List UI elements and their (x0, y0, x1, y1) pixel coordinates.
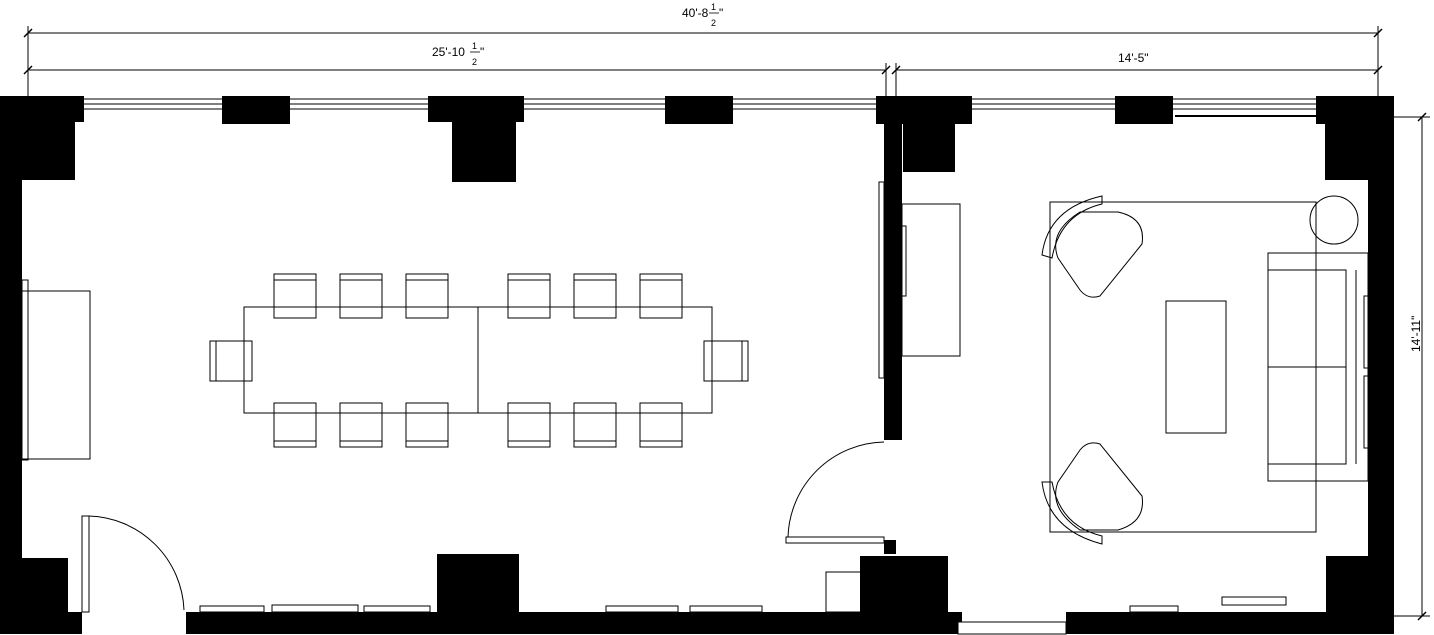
overall-width-frac-den: 2 (711, 18, 716, 28)
conference-width-suffix: " (480, 45, 484, 59)
table-section-right (477, 306, 713, 414)
credenza (21, 279, 91, 461)
table-section-left (243, 306, 479, 414)
chair-end-left (209, 340, 253, 382)
partition-wall (878, 120, 907, 440)
chair-top-5 (573, 273, 617, 319)
dimension-conference-width: 25'-10 1 2 " (23, 41, 891, 96)
lounge-width-label: 14'-5" (1118, 51, 1149, 65)
cabinet (825, 571, 863, 613)
chairs-bottom-row (273, 402, 683, 448)
chair-top-4 (507, 273, 551, 319)
lounge-cabinet (901, 203, 961, 357)
chair-top-1 (273, 273, 317, 319)
sofa (1267, 252, 1371, 482)
exterior-walls (0, 96, 1394, 635)
conference-table (243, 306, 713, 414)
chair-bottom-6 (639, 402, 683, 448)
depth-label: 14'-11" (1409, 316, 1423, 352)
overall-width-suffix: " (719, 6, 723, 20)
lounge-door (785, 441, 896, 554)
conference-width-label: 25'-10 (432, 45, 465, 59)
chair-bottom-1 (273, 402, 317, 448)
chair-top-6 (639, 273, 683, 319)
chairs-top-row (273, 273, 683, 319)
lounge-chair-top (1041, 195, 1143, 298)
dimension-depth: 14'-11" (1392, 112, 1430, 621)
chair-end-right (703, 340, 749, 382)
chair-bottom-2 (339, 402, 383, 448)
conference-width-frac-den: 2 (472, 57, 477, 67)
lounge-chair-bottom (1041, 442, 1143, 545)
dimension-overall-width: 40'-8 1 2 " (23, 2, 1383, 96)
chair-bottom-3 (405, 402, 449, 448)
chair-top-3 (405, 273, 449, 319)
side-table (1309, 195, 1359, 245)
conference-width-frac-num: 1 (472, 41, 477, 51)
conference-door (81, 515, 185, 613)
chair-bottom-4 (507, 402, 551, 448)
overall-width-label: 40'-8 (682, 6, 709, 20)
coffee-table (1165, 300, 1227, 434)
chair-top-2 (339, 273, 383, 319)
dimension-lounge-width: 14'-5" (891, 51, 1383, 96)
overall-width-frac-num: 1 (711, 2, 716, 12)
chair-bottom-5 (573, 402, 617, 448)
